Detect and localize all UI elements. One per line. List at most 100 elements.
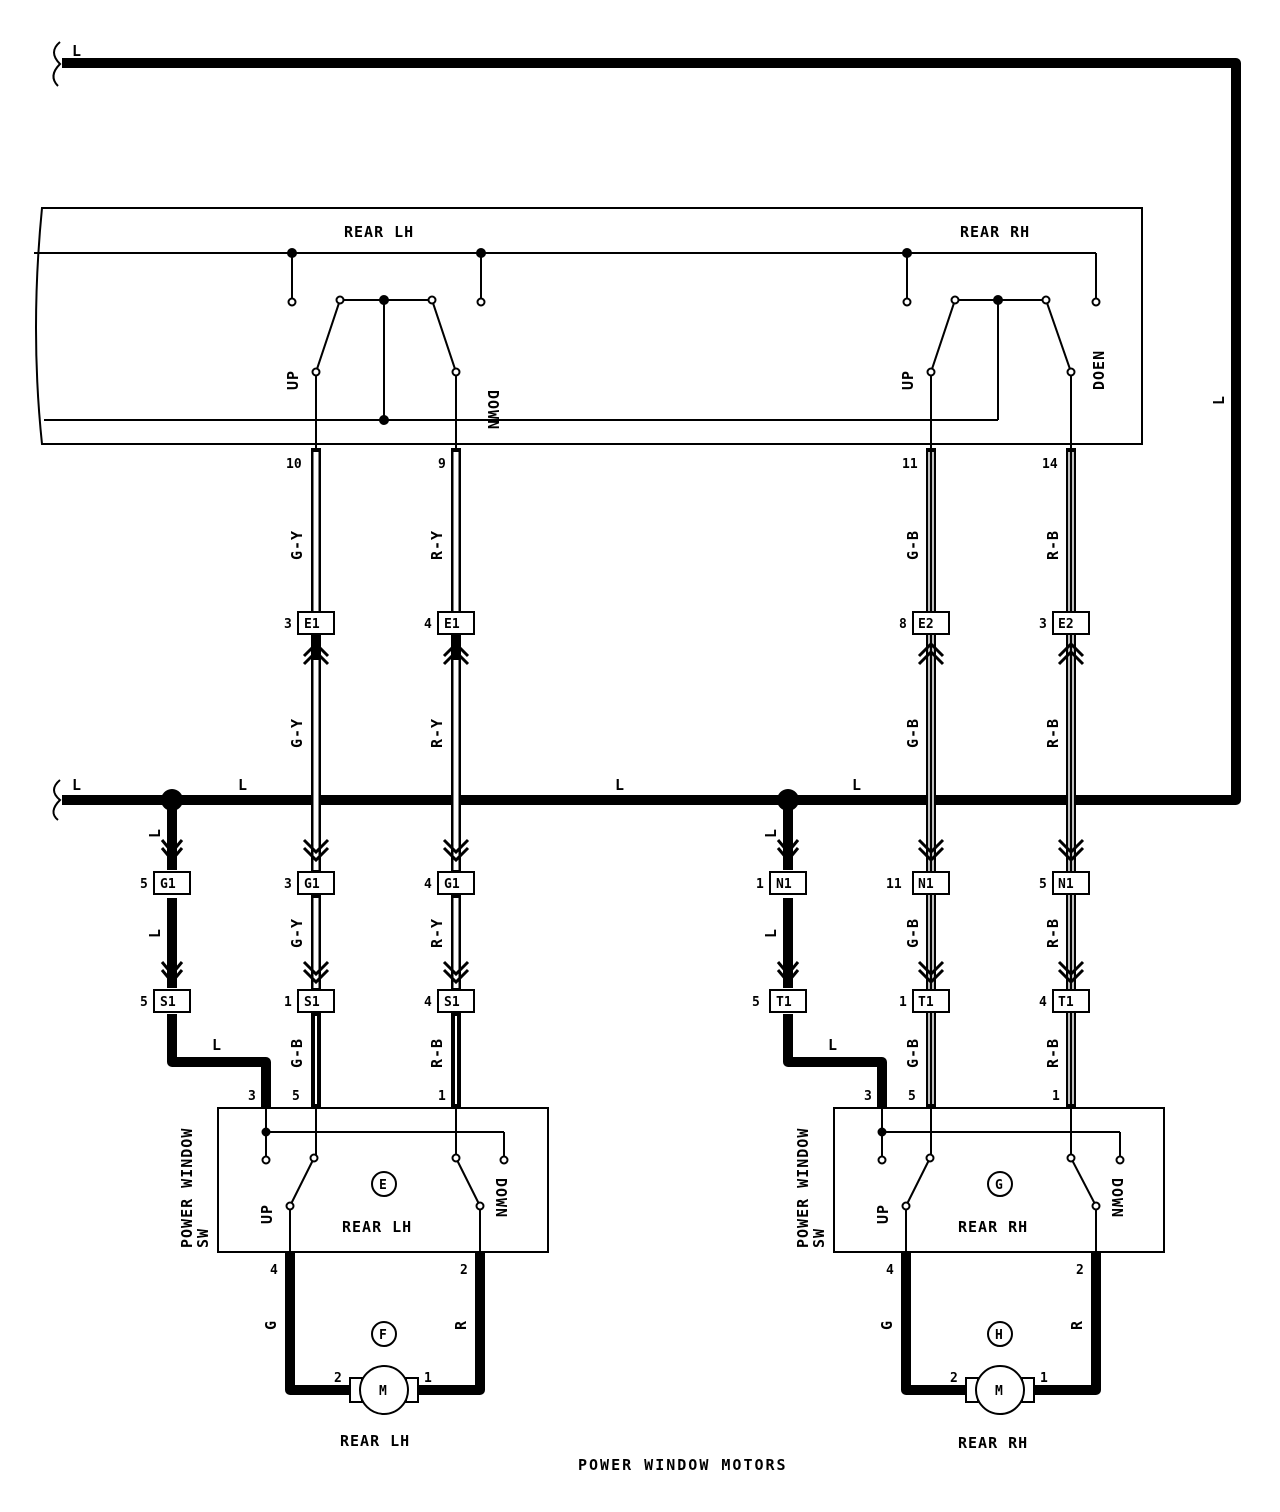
connector-code: G1: [444, 877, 460, 892]
wire-label-bus-l-1: L: [72, 776, 82, 794]
motor-rh-pin-right: 1: [1040, 1371, 1048, 1386]
wire-label-l-rh-3: L: [828, 1036, 838, 1054]
wire-label-r-lh: R: [452, 1320, 470, 1330]
rear-rh-switch-up: UP: [874, 1204, 892, 1224]
wire-color-labels: G-Y R-Y G-B R-B G-Y R-Y G-B R-B L L L L …: [146, 530, 1062, 1068]
motor-rh-name: REAR RH: [958, 1434, 1028, 1452]
wire-label-right-l: L: [1210, 395, 1228, 405]
wire-label-r-rh: R: [1068, 1320, 1086, 1330]
connector-g1-c: G1 4: [424, 871, 475, 895]
connector-pin: 8: [899, 617, 907, 632]
motor-rh-symbol: M: [995, 1384, 1003, 1399]
wire-label-l-rh-2: L: [762, 928, 780, 938]
connector-pin: 5: [1039, 877, 1047, 892]
rear-rh-switch-marker: G: [995, 1178, 1003, 1193]
connector-code: T1: [918, 995, 934, 1010]
rear-rh-switch-name: REAR RH: [958, 1218, 1028, 1236]
rear-lh-switch-pin-up: 5: [292, 1089, 300, 1104]
master-lh-up-label: UP: [284, 370, 302, 390]
motor-wires: [285, 1252, 1101, 1395]
connector-code: T1: [776, 995, 792, 1010]
connector-code: E2: [1058, 617, 1074, 632]
connector-e1-a: E1 3: [284, 611, 335, 635]
connector-pin: 11: [886, 877, 902, 892]
wire-label-l-lh-2: L: [146, 928, 164, 938]
connector-pin: 1: [284, 995, 292, 1010]
connector-g1-a: G1 5: [140, 871, 191, 895]
connector-s1-a: S1 5: [140, 989, 191, 1013]
wire-label-gb-mid: G-B: [904, 718, 922, 748]
connector-code: N1: [918, 877, 934, 892]
diagram-caption: POWER WINDOW MOTORS: [578, 1456, 788, 1474]
motor-lh-symbol: M: [379, 1384, 387, 1399]
motor-rh-marker: H: [995, 1328, 1003, 1343]
motor-rear-rh: M H 2 1 REAR RH: [950, 1321, 1048, 1452]
rear-lh-switch-name: REAR LH: [342, 1218, 412, 1236]
rear-rh-switch-pin-g: 4: [886, 1263, 894, 1278]
connector-code: E2: [918, 617, 934, 632]
rear-rh-switch-down: DOWN: [1108, 1178, 1126, 1218]
wire-label-bus-l-4: L: [852, 776, 862, 794]
master-lh-down-label: DOWN: [484, 390, 502, 430]
wire-label-l-rh-1: L: [762, 828, 780, 838]
rear-lh-switch-pin-down: 1: [438, 1089, 446, 1104]
master-rear-lh-label: REAR LH: [344, 223, 414, 241]
connector-t1-c: T1 4: [1039, 989, 1090, 1013]
wire-label-gb-lh: G-B: [288, 1038, 306, 1068]
motor-lh-name: REAR LH: [340, 1432, 410, 1450]
rear-rh-switch-pin-down: 1: [1052, 1089, 1060, 1104]
motor-lh-pin-right: 1: [424, 1371, 432, 1386]
master-rh-down-label: DOEN: [1090, 350, 1108, 390]
master-pin-14: 14: [1042, 457, 1058, 472]
connector-code: T1: [1058, 995, 1074, 1010]
connector-n1-b: N1 11: [886, 871, 950, 895]
rear-rh-switch-pin-in: 3: [864, 1089, 872, 1104]
rear-rh-switch: G REAR RH UP DOWN POWER WINDOW SW 3 5 1 …: [794, 1089, 1165, 1278]
connector-n1-c: N1 5: [1039, 871, 1090, 895]
connector-code: S1: [160, 995, 176, 1010]
rear-rh-switch-pin-r: 2: [1076, 1263, 1084, 1278]
connector-pin: 4: [1039, 995, 1047, 1010]
connector-e2-a: E2 8: [899, 611, 950, 635]
wire-label-gb-rh: G-B: [904, 1038, 922, 1068]
master-rear-rh-label: REAR RH: [960, 223, 1030, 241]
wire-label-gb-low: G-B: [904, 918, 922, 948]
wire-label-bus-l-2: L: [238, 776, 248, 794]
rear-lh-switch-marker: E: [379, 1178, 387, 1193]
wire-label-rb-lh: R-B: [428, 1038, 446, 1068]
connector-code: E1: [444, 617, 460, 632]
connector-pin: 3: [284, 877, 292, 892]
connector-chevrons: [160, 641, 1085, 985]
connector-pin: 3: [1039, 617, 1047, 632]
wire-label-ry-low: R-Y: [428, 918, 446, 948]
wire-label-gy-mid: G-Y: [288, 718, 306, 748]
connector-pin: 4: [424, 995, 432, 1010]
rear-rh-switch-label-1: POWER WINDOW: [794, 1128, 812, 1248]
motor-lh-pin-left: 2: [334, 1371, 342, 1386]
motor-rear-lh: M F 2 1 REAR LH: [334, 1321, 432, 1450]
connector-pin: 5: [752, 995, 760, 1010]
master-switch-panel: [34, 207, 1143, 448]
rear-lh-switch-pin-r: 2: [460, 1263, 468, 1278]
connector-pin: 4: [424, 877, 432, 892]
rear-rh-switch-label-2: SW: [810, 1228, 828, 1248]
connector-pin: 3: [284, 617, 292, 632]
rear-lh-switch: E REAR LH UP DOWN POWER WINDOW SW 3 5 1 …: [178, 1089, 549, 1278]
connector-code: G1: [160, 877, 176, 892]
connector-s1-b: S1 1: [284, 989, 335, 1013]
wire-label-rb-rh: R-B: [1044, 1038, 1062, 1068]
connector-code: S1: [304, 995, 320, 1010]
connector-code: N1: [1058, 877, 1074, 892]
motor-rh-pin-left: 2: [950, 1371, 958, 1386]
wire-label-l-lh-1: L: [146, 828, 164, 838]
wire-label-g-lh: G: [262, 1320, 280, 1330]
rear-lh-switch-up: UP: [258, 1204, 276, 1224]
connector-code: S1: [444, 995, 460, 1010]
connector-s1-c: S1 4: [424, 989, 475, 1013]
wire-label-top-l: L: [72, 42, 82, 60]
wire-label-gy-upper: G-Y: [288, 530, 306, 560]
wire-label-l-lh-3: L: [212, 1036, 222, 1054]
connector-t1-b: T1 1: [899, 989, 950, 1013]
connector-pin: 1: [899, 995, 907, 1010]
master-pin-10: 10: [286, 457, 302, 472]
